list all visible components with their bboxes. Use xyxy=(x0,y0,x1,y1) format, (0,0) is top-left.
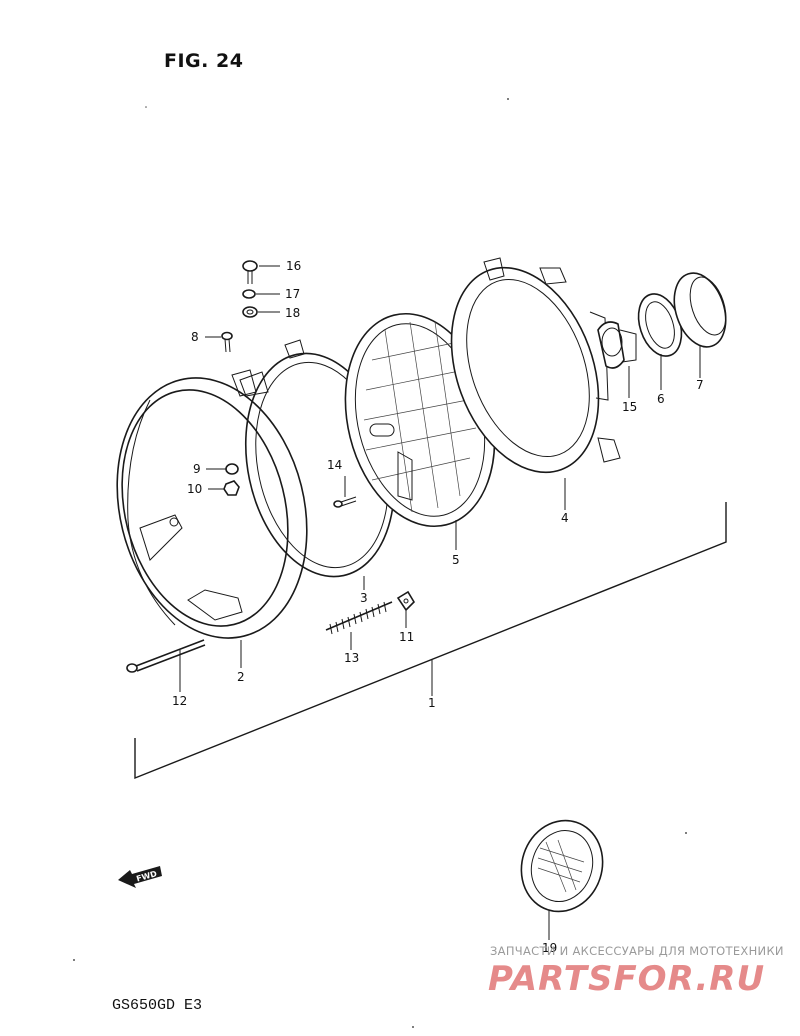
model-code: GS650GD E3 xyxy=(112,997,202,1014)
callout-2: 2 xyxy=(237,670,245,684)
figure-title: FIG. 24 xyxy=(164,50,243,72)
watermark-logo: PARTSFOR.RU xyxy=(488,959,765,999)
part-spring-13 xyxy=(325,601,393,635)
callout-3: 3 xyxy=(360,591,368,605)
part-screw-16 xyxy=(242,260,258,284)
part-nut-10 xyxy=(223,480,240,496)
part-bolt-12 xyxy=(126,639,206,673)
callout-12: 12 xyxy=(172,694,187,708)
callout-8: 8 xyxy=(191,330,199,344)
leader-lines xyxy=(179,265,701,940)
watermark: ЗАПЧАСТИ И АКСЕССУАРЫ ДЛЯ МОТОТЕХНИКИ PA… xyxy=(488,944,784,999)
scan-specks xyxy=(73,98,687,1028)
callout-14: 14 xyxy=(327,458,342,472)
part-dust-cover xyxy=(673,272,727,348)
callout-13: 13 xyxy=(344,651,359,665)
callout-11: 11 xyxy=(399,630,414,644)
callout-15: 15 xyxy=(622,400,637,414)
part-headlight-housing xyxy=(450,257,621,474)
callout-19: 19 xyxy=(542,941,557,955)
callout-6: 6 xyxy=(657,392,665,406)
callout-16: 16 xyxy=(286,259,301,273)
forward-arrow-icon xyxy=(118,866,162,888)
callout-10: 10 xyxy=(187,482,202,496)
callout-1: 1 xyxy=(428,696,436,710)
callout-labels: 16 17 18 8 9 10 14 15 6 7 4 5 3 11 13 2 … xyxy=(172,259,704,955)
fwd-label: FWD xyxy=(135,869,158,884)
part-reflector-19 xyxy=(520,819,604,913)
part-clip-11 xyxy=(396,590,416,612)
callout-9: 9 xyxy=(193,462,201,476)
part-screw-14 xyxy=(333,496,357,508)
callout-5: 5 xyxy=(452,553,460,567)
callout-4: 4 xyxy=(561,511,569,525)
part-headlight-rim xyxy=(116,369,308,639)
callout-7: 7 xyxy=(696,378,704,392)
callout-18: 18 xyxy=(285,306,300,320)
part-washer-17 xyxy=(242,289,256,299)
part-screw-8 xyxy=(221,331,233,353)
watermark-tagline: ЗАПЧАСТИ И АКСЕССУАРЫ ДЛЯ МОТОТЕХНИКИ xyxy=(490,944,784,958)
assembly-bracket xyxy=(134,502,727,780)
part-washer-18 xyxy=(242,306,258,318)
part-headlight-bulb xyxy=(597,321,637,369)
fwd-direction-marker: FWD xyxy=(118,866,162,888)
callout-17: 17 xyxy=(285,287,300,301)
